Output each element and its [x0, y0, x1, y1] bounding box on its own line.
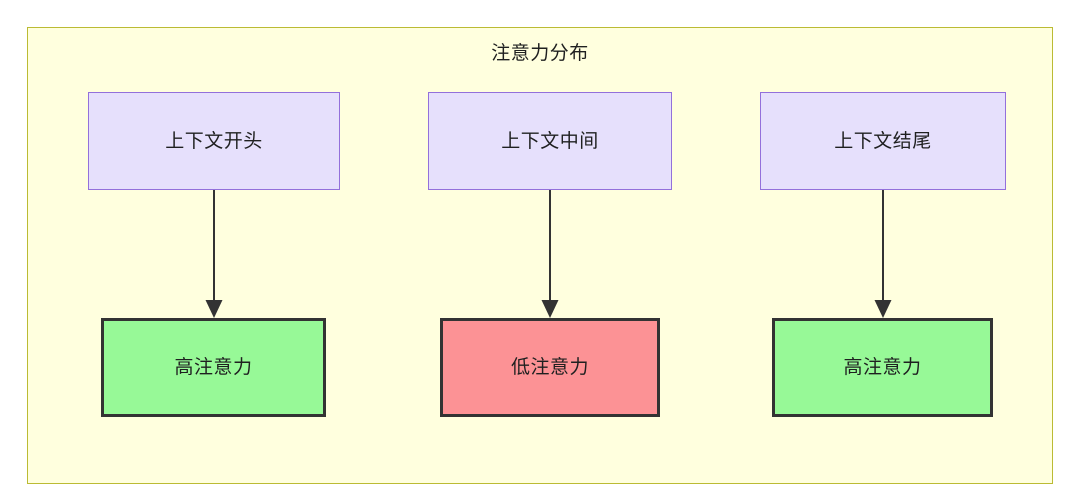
node-context-end[interactable]: 上下文结尾 [760, 92, 1006, 190]
node-attention-middle[interactable]: 低注意力 [440, 318, 660, 417]
node-label: 高注意力 [174, 357, 253, 378]
node-context-middle[interactable]: 上下文中间 [428, 92, 672, 190]
subgraph-title: 注意力分布 [491, 43, 589, 64]
node-label: 高注意力 [843, 357, 922, 378]
node-label: 上下文中间 [501, 130, 599, 152]
node-label: 上下文开头 [165, 130, 263, 152]
node-context-start[interactable]: 上下文开头 [88, 92, 340, 190]
node-attention-end[interactable]: 高注意力 [772, 318, 993, 417]
node-attention-start[interactable]: 高注意力 [101, 318, 326, 417]
node-label: 上下文结尾 [834, 130, 932, 152]
node-label: 低注意力 [510, 357, 589, 378]
